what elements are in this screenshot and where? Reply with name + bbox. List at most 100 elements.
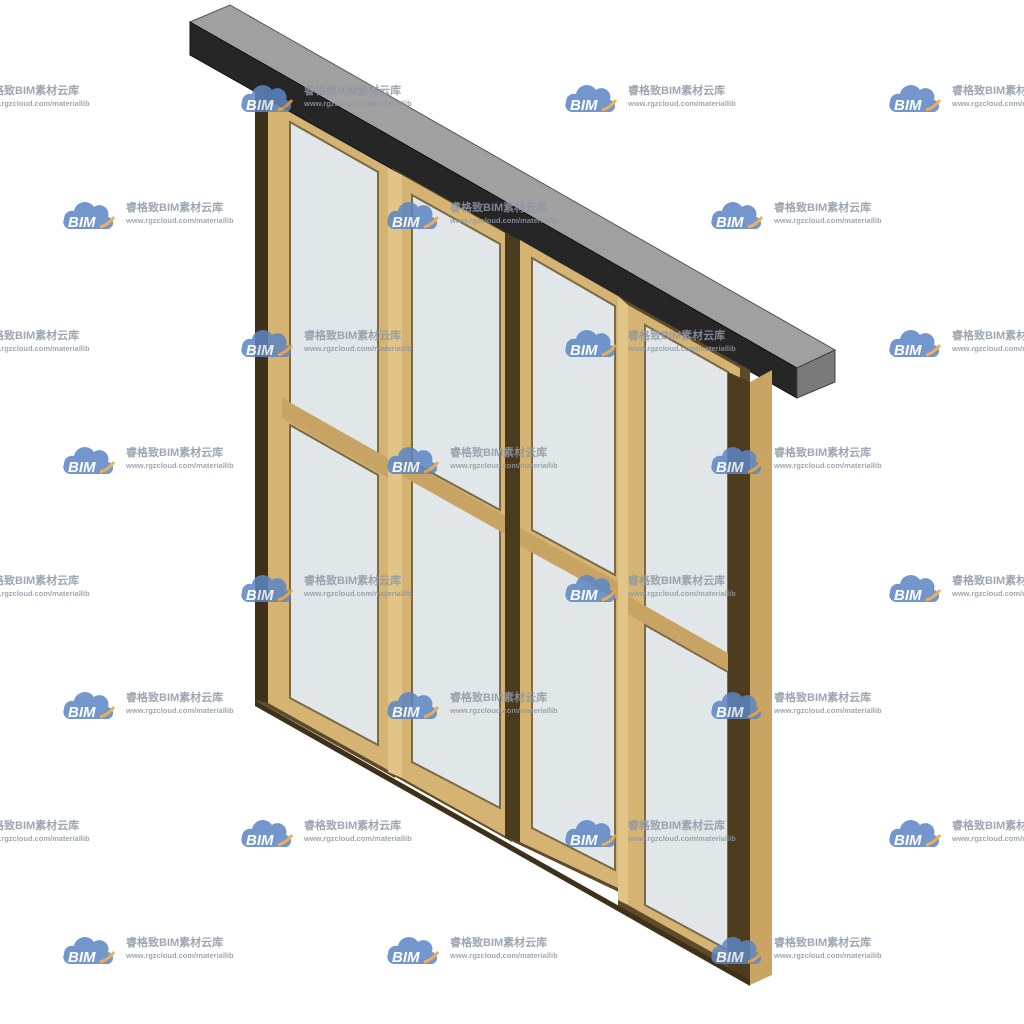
watermark-url: www.rgzcloud.com/materiallib — [125, 461, 234, 470]
watermark-bim-label: BIM — [392, 704, 420, 721]
watermark-title: 睿格致BIM素材云库 — [774, 200, 871, 214]
watermark-tile: BIM睿格致BIM素材云库www.rgzcloud.com/materialli… — [889, 328, 1024, 359]
cloud-logo-icon — [387, 692, 438, 720]
watermark-tile: BIM睿格致BIM素材云库www.rgzcloud.com/materialli… — [0, 83, 90, 108]
swoosh-icon — [277, 99, 294, 112]
watermark-tile: BIM睿格致BIM素材云库www.rgzcloud.com/materialli… — [711, 690, 882, 721]
watermark-bim-label: BIM — [246, 342, 274, 359]
watermark-bim-label: BIM — [392, 949, 420, 966]
watermark-title: 睿格致BIM素材云库 — [0, 83, 79, 97]
watermark-bim-label: BIM — [570, 832, 598, 849]
watermark-title: 睿格致BIM素材云库 — [126, 445, 223, 459]
watermark-url: www.rgzcloud.com/materiallib — [773, 706, 882, 715]
watermark-title: 睿格致BIM素材云库 — [628, 818, 725, 832]
watermark-tile: BIM睿格致BIM素材云库www.rgzcloud.com/materialli… — [241, 328, 412, 359]
cloud-logo-icon — [387, 202, 438, 230]
swoosh-icon — [747, 706, 764, 719]
watermark-bim-label: BIM — [246, 832, 274, 849]
cloud-logo-icon — [241, 575, 292, 603]
swoosh-icon — [99, 706, 116, 719]
watermark-url: www.rgzcloud.com/materiallib — [773, 216, 882, 225]
watermark-url: www.rgzcloud.com/materiallib — [951, 99, 1024, 108]
watermark-tile: BIM睿格致BIM素材云库www.rgzcloud.com/materialli… — [711, 935, 882, 966]
watermark-title: 睿格致BIM素材云库 — [450, 445, 547, 459]
cloud-logo-icon — [889, 330, 940, 358]
cloud-logo-icon — [63, 202, 114, 230]
watermark-tile: BIM 睿格致BIM素材云库 www.rgzcloud.com/materialli… — [63, 935, 234, 966]
swoosh-icon — [925, 834, 942, 847]
swoosh-icon — [423, 706, 440, 719]
watermark-title: 睿格致BIM素材云库 — [0, 328, 79, 342]
watermark-bim-label: BIM — [570, 587, 598, 604]
cloud-logo-icon — [387, 937, 438, 965]
watermark-bim-label: BIM — [716, 214, 744, 231]
swoosh-icon — [601, 99, 618, 112]
watermark-tile: BIM睿格致BIM素材云库www.rgzcloud.com/materialli… — [387, 935, 558, 966]
watermark-title: 睿格致BIM素材云库 — [952, 818, 1024, 832]
glass-pane-lower — [289, 423, 379, 747]
watermark-tile: BIM睿格致BIM素材云库www.rgzcloud.com/materialli… — [241, 818, 412, 849]
watermark-tile: BIM睿格致BIM素材云库www.rgzcloud.com/materialli… — [63, 690, 234, 721]
swoosh-icon — [99, 951, 116, 964]
watermark-url: www.rgzcloud.com/materiallib — [627, 589, 736, 598]
swoosh-icon — [277, 344, 294, 357]
watermark-bim-label: BIM — [716, 949, 744, 966]
swoosh-icon — [747, 216, 764, 229]
window-panel-4 — [618, 296, 772, 985]
swoosh-icon — [747, 951, 764, 964]
cloud-logo-icon — [565, 85, 616, 113]
watermark-bim-label: BIM — [392, 214, 420, 231]
swoosh-icon — [747, 461, 764, 474]
watermark-url: www.rgzcloud.com/materiallib — [773, 461, 882, 470]
cloud-logo-icon — [565, 330, 616, 358]
window-wall — [255, 92, 772, 986]
cloud-logo-icon — [241, 820, 292, 848]
watermark-bim-label: BIM — [246, 587, 274, 604]
watermark-title: 睿格致BIM素材云库 — [774, 935, 871, 949]
watermark-url: www.rgzcloud.com/materiallib — [951, 344, 1024, 353]
window-panel-1 — [255, 92, 395, 778]
watermark-url: www.rgzcloud.com/materiallib — [951, 589, 1024, 598]
watermark-bim-label: BIM — [894, 587, 922, 604]
watermark-title: 睿格致BIM素材云库 — [450, 200, 547, 214]
mullion-vertical — [505, 233, 520, 842]
cloud-logo-icon — [241, 330, 292, 358]
bottom-sill — [255, 700, 750, 986]
swoosh-icon — [601, 834, 618, 847]
swoosh-icon — [423, 216, 440, 229]
watermark-bim-label: BIM — [570, 97, 598, 114]
watermark-bim-label: BIM — [68, 949, 96, 966]
glass-pane-upper — [411, 193, 501, 512]
watermark-tile: BIM 睿格致BIM素材云库 www.rgzcloud.com/materialli… — [387, 200, 558, 231]
watermark-bim-label: BIM — [894, 97, 922, 114]
watermark-url: www.rgzcloud.com/materiallib — [627, 99, 736, 108]
watermark-bim-label: BIM — [68, 704, 96, 721]
watermark-url: www.rgzcloud.com/materiallib — [125, 706, 234, 715]
beam-end-face — [796, 349, 836, 399]
watermark-url: www.rgzcloud.com/materiallib — [125, 951, 234, 960]
watermark-tile: BIM睿格致BIM素材云库www.rgzcloud.com/materialli… — [63, 200, 234, 231]
cloud-logo-icon — [241, 85, 292, 113]
watermark-url: www.rgzcloud.com/materiallib — [449, 951, 558, 960]
watermark-title: 睿格致BIM素材云库 — [628, 573, 725, 587]
watermark-title: 睿格致BIM素材云库 — [0, 573, 79, 587]
watermark-tile: BIM 睿格致BIM素材云库 www.rgzcloud.com/materialli… — [565, 573, 736, 604]
glass-pane-upper — [531, 256, 616, 577]
watermark-url: www.rgzcloud.com/materiallib — [303, 589, 412, 598]
watermark-bim-label: BIM — [894, 342, 922, 359]
watermark-title: 睿格致BIM素材云库 — [450, 690, 547, 704]
watermark-title: 睿格致BIM素材云库 — [0, 818, 79, 832]
watermark-url: www.rgzcloud.com/materiallib — [0, 589, 90, 598]
watermark-title: 睿格致BIM素材云库 — [126, 935, 223, 949]
watermark-bim-label: BIM — [570, 342, 598, 359]
cloud-logo-icon — [711, 202, 762, 230]
watermark-url: www.rgzcloud.com/materiallib — [449, 216, 558, 225]
cloud-logo-icon — [63, 447, 114, 475]
watermark-url: www.rgzcloud.com/materiallib — [0, 99, 90, 108]
frame-side — [255, 92, 268, 703]
watermark-title: 睿格致BIM素材云库 — [304, 573, 401, 587]
watermark-bim-label: BIM — [68, 459, 96, 476]
swoosh-icon — [99, 461, 116, 474]
cloud-logo-icon — [63, 937, 114, 965]
